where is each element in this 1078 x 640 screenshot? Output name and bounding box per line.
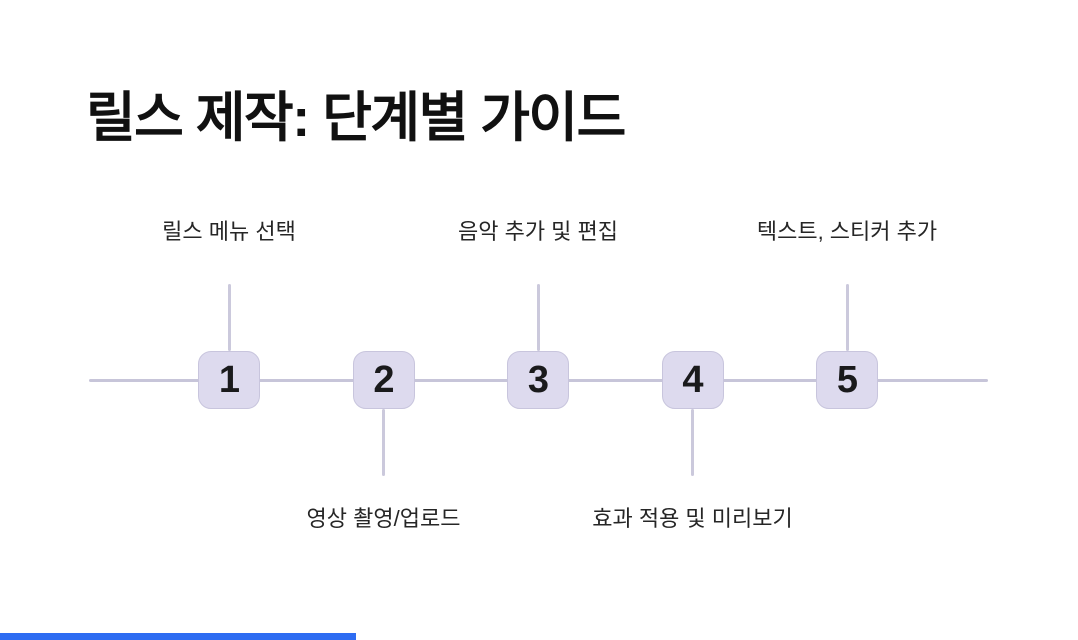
step-connector <box>845 284 849 351</box>
step-number: 5 <box>836 358 858 401</box>
step-connector <box>536 284 540 351</box>
step-label: 음악 추가 및 편집 <box>457 219 619 244</box>
step-box-4: 4 <box>661 351 724 409</box>
page-title: 릴스 제작: 단계별 가이드 <box>86 88 626 148</box>
step-box-5: 5 <box>816 351 878 409</box>
step-number: 1 <box>218 358 240 401</box>
video-progress-bar[interactable] <box>0 633 356 640</box>
step-box-1: 1 <box>198 351 260 409</box>
step-number: 4 <box>682 358 703 401</box>
step-number: 3 <box>527 358 549 401</box>
step-connector <box>691 409 694 476</box>
step-label: 텍스트, 스티커 추가 <box>756 219 938 244</box>
step-box-2: 2 <box>352 351 415 409</box>
step-connector <box>382 409 385 476</box>
step-box-3: 3 <box>507 351 569 409</box>
step-label: 영상 촬영/업로드 <box>306 506 461 531</box>
step-connector <box>227 284 231 351</box>
step-label: 효과 적용 및 미리보기 <box>592 506 793 531</box>
step-number: 2 <box>373 358 394 401</box>
step-label: 릴스 메뉴 선택 <box>162 219 296 244</box>
